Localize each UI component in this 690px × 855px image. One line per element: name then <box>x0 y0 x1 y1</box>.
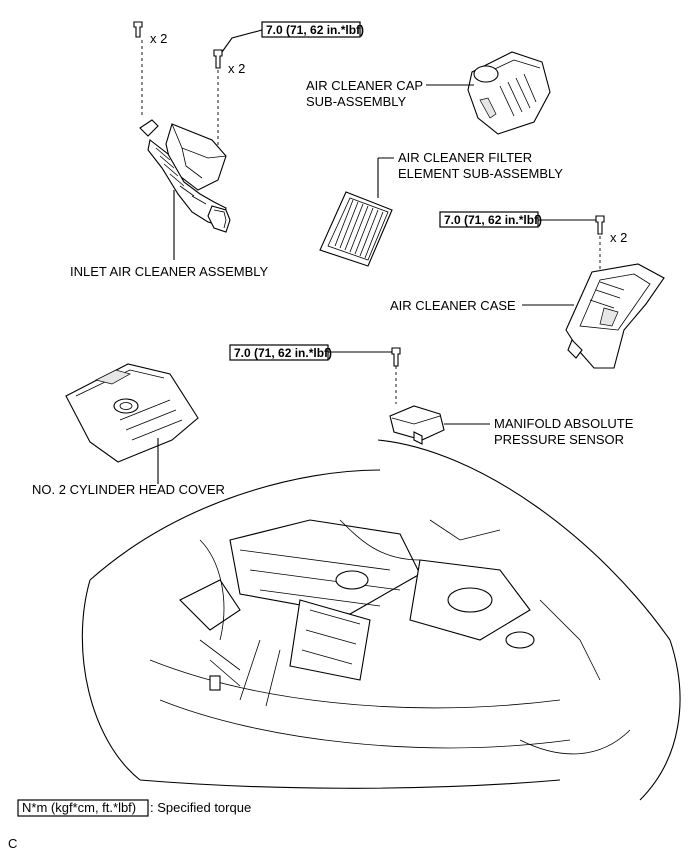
map-sensor-label-line2: PRESSURE SENSOR <box>494 432 624 447</box>
sensor-torque-value: 7.0 (71, 62 in.*lbf) <box>234 346 332 360</box>
inlet-bolt-fastener: x 2 <box>213 49 245 76</box>
inlet-bolt-quantity: x 2 <box>228 61 245 76</box>
head-cover-label: NO. 2 CYLINDER HEAD COVER <box>32 482 225 497</box>
sensor-bolt-fastener <box>391 347 401 367</box>
air-cleaner-case-label: AIR CLEANER CASE <box>390 298 516 313</box>
figure-code: C <box>8 836 17 851</box>
case-bolt-quantity: x 2 <box>610 230 627 245</box>
filter-element-drawing <box>319 191 393 267</box>
legend-box-text: N*m (kgf*cm, ft.*lbf) <box>22 800 136 815</box>
engine-compartment-drawing <box>81 439 681 801</box>
map-sensor-drawing <box>389 405 445 445</box>
legend-description: : Specified torque <box>150 800 251 815</box>
air-cleaner-case-drawing <box>565 263 665 369</box>
inlet-torque-value: 7.0 (71, 62 in.*lbf) <box>266 23 364 37</box>
filter-element-label-line2: ELEMENT SUB-ASSEMBLY <box>398 166 563 181</box>
sensor-torque-callout: 7.0 (71, 62 in.*lbf) <box>229 344 392 361</box>
air-cleaner-cap-drawing <box>467 51 551 135</box>
head-cover-drawing <box>65 363 199 463</box>
case-bolt-fastener: x 2 <box>595 215 627 245</box>
inlet-clip-quantity: x 2 <box>150 31 167 46</box>
case-torque-callout: 7.0 (71, 62 in.*lbf) <box>439 211 596 228</box>
inlet-clip-fastener: x 2 <box>133 21 167 46</box>
inlet-torque-callout: 7.0 (71, 62 in.*lbf) <box>221 21 364 53</box>
torque-legend: N*m (kgf*cm, ft.*lbf) : Specified torque <box>17 799 251 817</box>
map-sensor-label-line1: MANIFOLD ABSOLUTE <box>494 416 634 431</box>
case-torque-value: 7.0 (71, 62 in.*lbf) <box>444 213 542 227</box>
inlet-air-cleaner-label: INLET AIR CLEANER ASSEMBLY <box>70 264 269 279</box>
air-cleaner-cap-label-line2: SUB-ASSEMBLY <box>306 94 407 109</box>
filter-element-label-line1: AIR CLEANER FILTER <box>398 150 532 165</box>
air-cleaner-cap-label-line1: AIR CLEANER CAP <box>306 78 423 93</box>
inlet-air-cleaner-drawing <box>139 119 231 260</box>
